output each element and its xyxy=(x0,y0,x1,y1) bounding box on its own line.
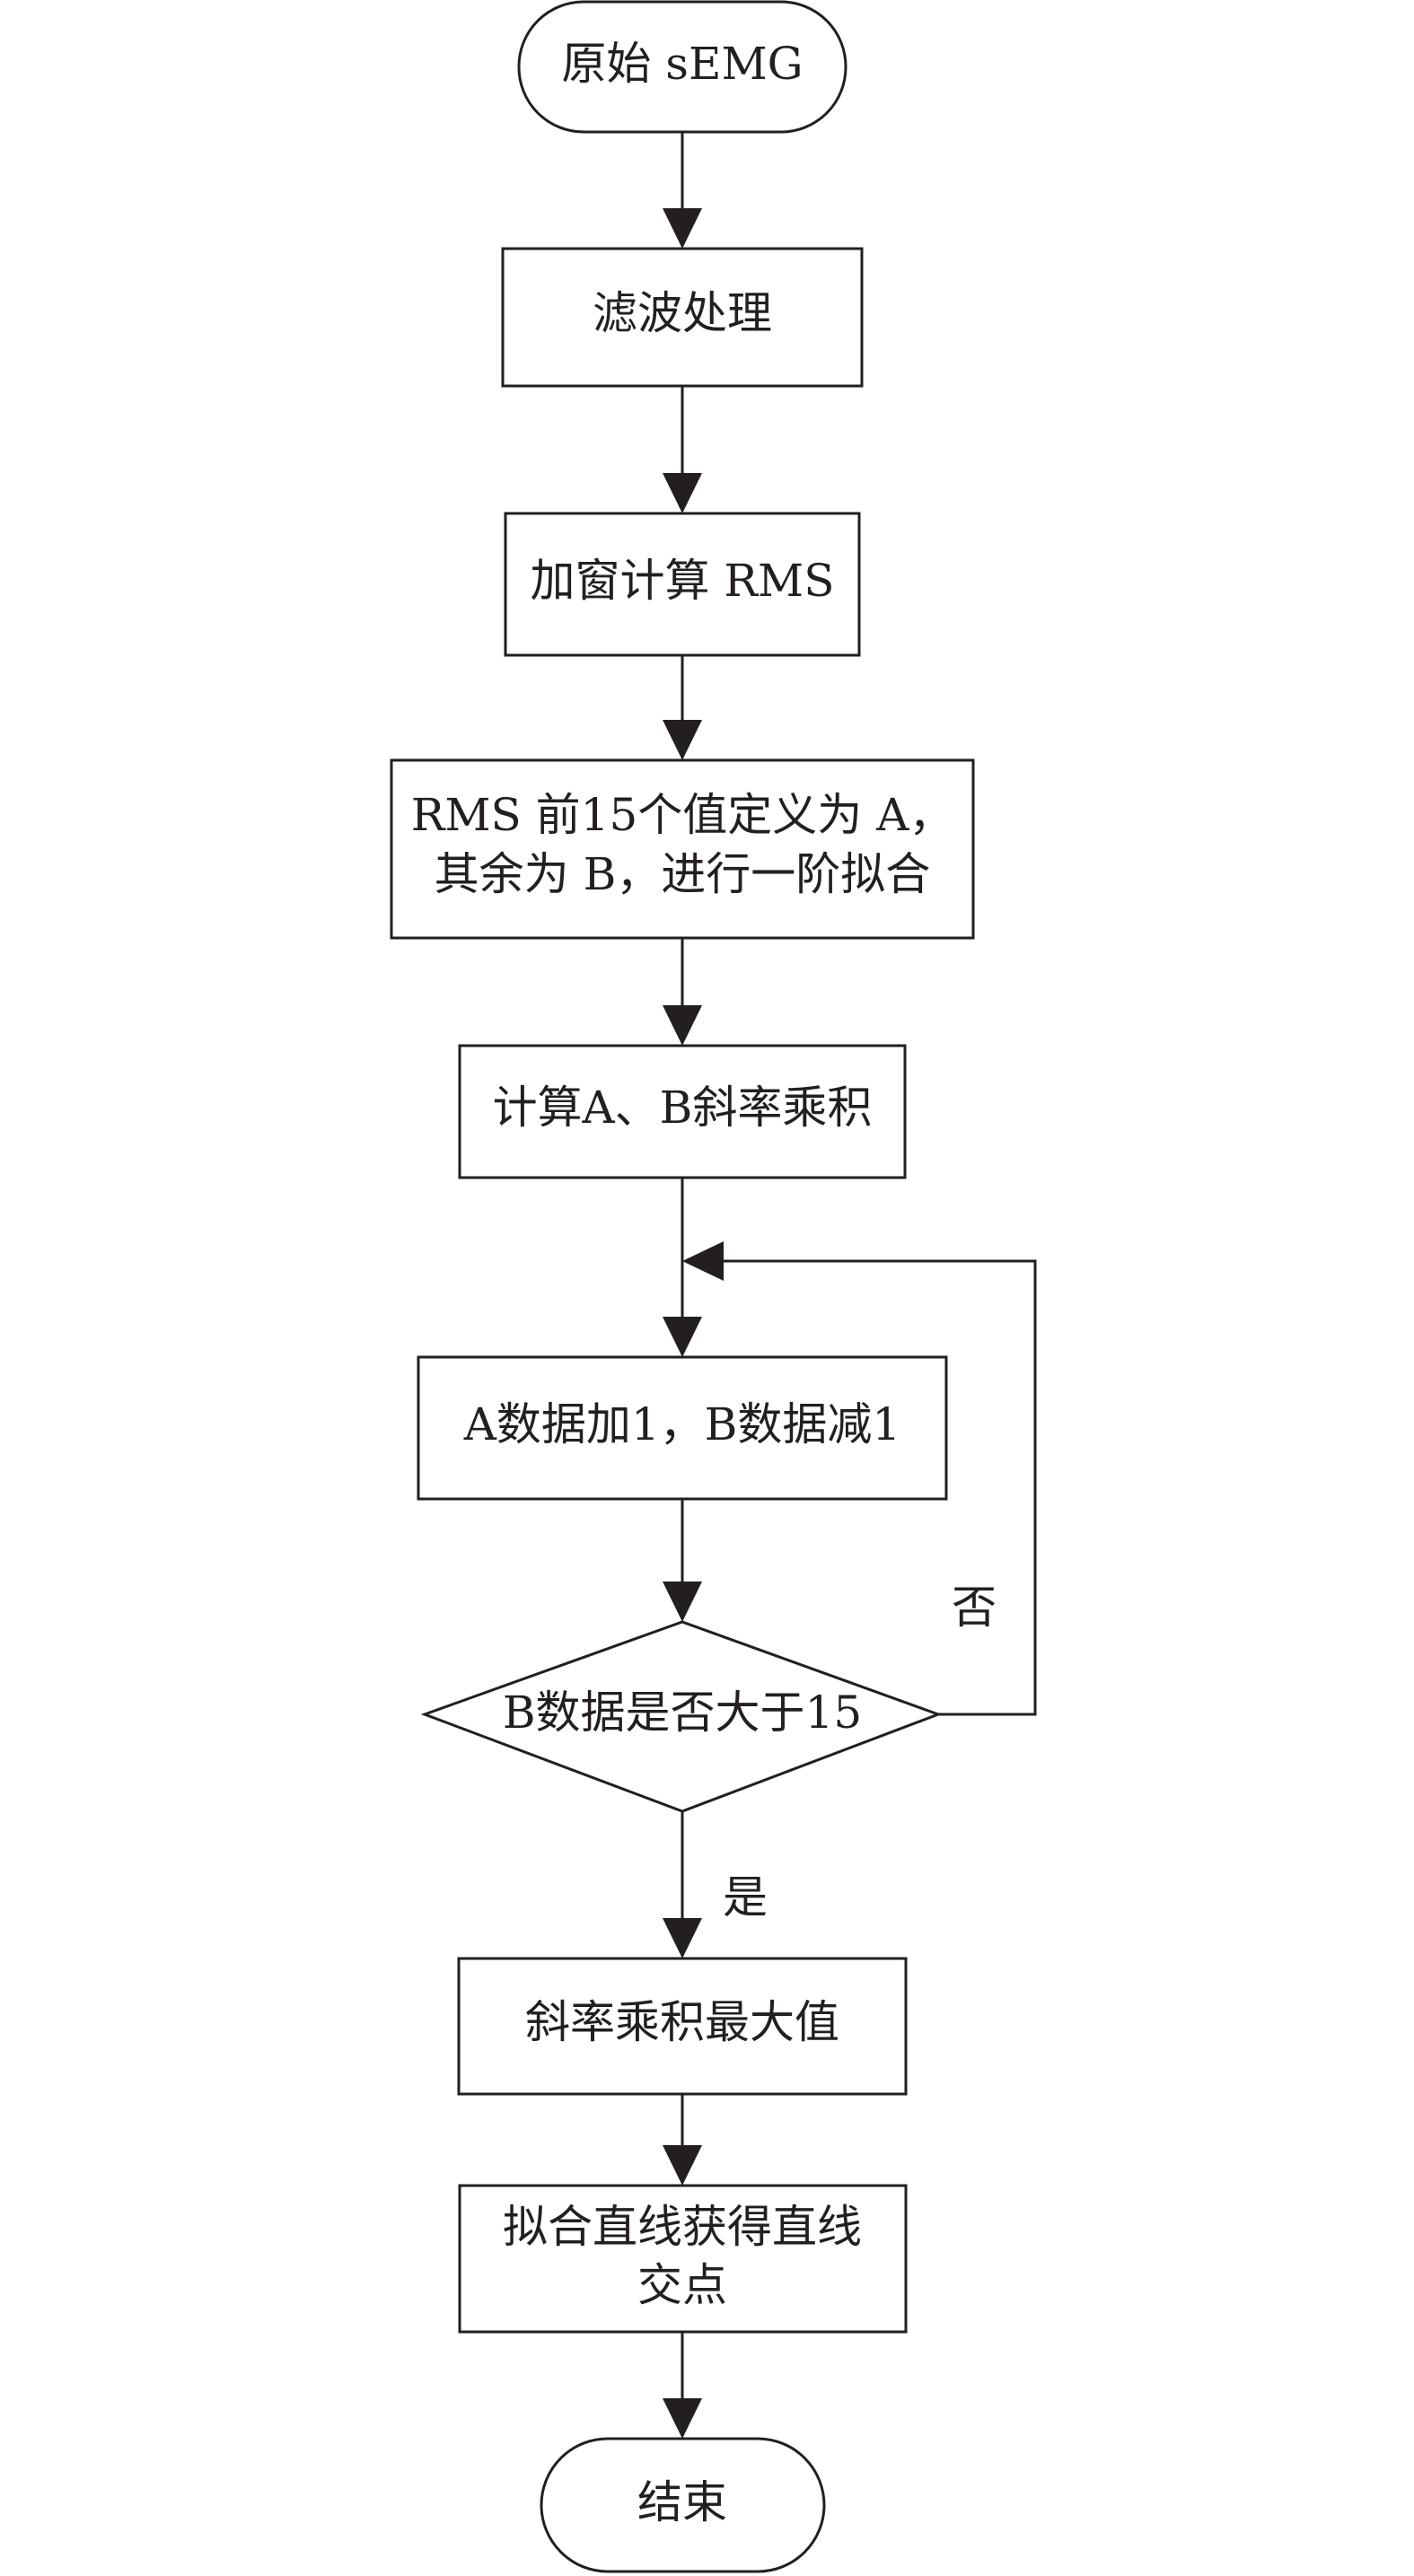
define-label-line1: RMS 前15个值定义为 A， xyxy=(411,789,954,841)
rms-label: 加窗计算 RMS xyxy=(531,555,835,607)
node-filter: 滤波处理 xyxy=(501,247,864,388)
decision-label: B数据是否大于15 xyxy=(503,1687,862,1739)
node-update: A数据加1，B数据减1 xyxy=(417,1355,948,1501)
update-process-box xyxy=(417,1355,948,1501)
connectors xyxy=(663,132,1037,2439)
filter-process-box xyxy=(501,247,864,388)
arrowhead-loop-return xyxy=(682,1241,724,1281)
node-decision: B数据是否大于15 xyxy=(420,1620,943,1813)
end-label: 结束 xyxy=(637,2476,727,2528)
max-value-process-box xyxy=(457,1957,908,2096)
node-start: 原始 sEMG xyxy=(517,0,848,134)
arrowhead-slope xyxy=(663,1005,702,1046)
node-max-value: 斜率乘积最大值 xyxy=(457,1957,908,2096)
arrowhead-filter xyxy=(663,208,702,249)
arrowhead-define xyxy=(663,720,702,760)
node-rms: 加窗计算 RMS xyxy=(504,512,861,657)
decision-diamond-shape xyxy=(420,1620,943,1813)
slope-product-label: 计算A、B斜率乘积 xyxy=(493,1082,873,1134)
arrowhead-end xyxy=(663,2398,702,2439)
intersect-label-line2: 交点 xyxy=(637,2259,727,2311)
intersect-label-line1: 拟合直线获得直线 xyxy=(503,2201,862,2253)
node-define: RMS 前15个值定义为 A， 其余为 B，进行一阶拟合 xyxy=(390,758,975,940)
intersect-process-box xyxy=(458,2184,908,2334)
start-label: 原始 sEMG xyxy=(561,38,803,90)
arrowhead-intersect xyxy=(663,2145,702,2186)
end-terminal-shape xyxy=(540,2437,826,2573)
node-end: 结束 xyxy=(540,2437,826,2573)
slope-product-process-box xyxy=(458,1044,907,1179)
arrowhead-update xyxy=(663,1317,702,1357)
define-process-box xyxy=(390,758,975,940)
edge-label-no: 否 xyxy=(952,1582,997,1634)
define-label-line2: 其余为 B，进行一阶拟合 xyxy=(435,848,931,900)
node-slope-product: 计算A、B斜率乘积 xyxy=(458,1044,907,1179)
arrowhead-max xyxy=(663,1918,702,1958)
node-intersect: 拟合直线获得直线 交点 xyxy=(458,2184,908,2334)
start-terminal-shape xyxy=(517,0,848,134)
edge-decision-no-loop xyxy=(718,1259,1037,1716)
rms-process-box xyxy=(504,512,861,657)
arrowhead-decision xyxy=(663,1582,702,1622)
filter-label: 滤波处理 xyxy=(593,287,772,339)
update-label: A数据加1，B数据减1 xyxy=(463,1398,900,1450)
edge-label-yes: 是 xyxy=(723,1871,768,1923)
arrowhead-rms xyxy=(663,473,702,513)
max-value-label: 斜率乘积最大值 xyxy=(525,1996,839,2048)
